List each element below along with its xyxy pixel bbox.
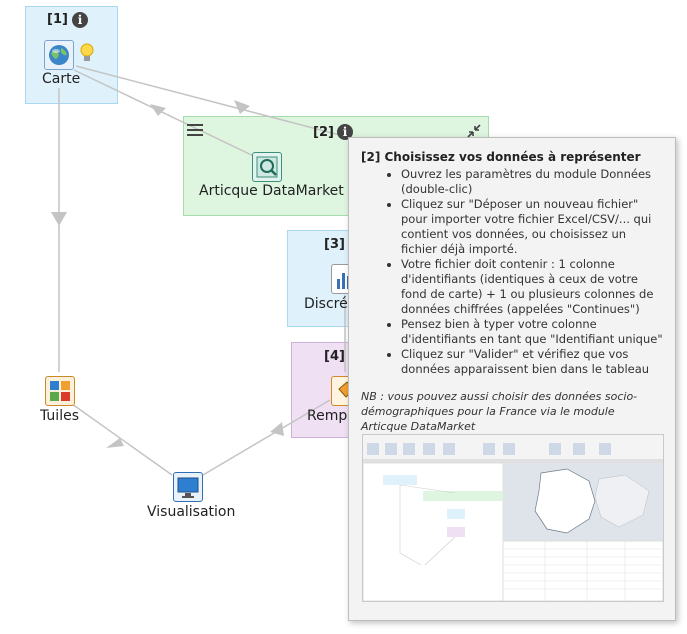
step-1-number: [1] [47,12,68,27]
edge-remplissage-visualisation [202,399,331,476]
node-label-carte: Carte [42,71,81,87]
tiles-icon[interactable] [45,376,75,406]
lightbulb-icon[interactable] [79,42,95,64]
node-label-visualisation: Visualisation [147,504,236,520]
arrowhead [234,100,250,114]
info-icon[interactable]: i [72,12,88,28]
arrowhead [270,422,284,436]
step-4-number: [4] [324,349,345,364]
tooltip-item: Pensez bien à typer votre colonne d'iden… [401,317,663,347]
app-screenshot-preview [362,434,664,602]
arrowhead [150,104,166,116]
tooltip-item: Votre fichier doit contenir : 1 colonne … [401,257,663,317]
help-tooltip: [2] Choisissez vos données à représenter… [348,137,676,621]
node-label-datamarket: Articque DataMarket [199,183,344,199]
edge-carte-datamarket [73,69,263,161]
info-icon[interactable]: i [337,124,353,140]
node-label-tuiles: Tuiles [40,408,79,424]
arrowhead [51,212,67,226]
monitor-icon[interactable] [173,472,203,502]
tooltip-title: [2] Choisissez vos données à représenter [361,150,641,164]
tooltip-item: Cliquez sur "Déposer un nouveau fichier"… [401,197,663,257]
tooltip-instructions: Ouvrez les paramètres du module Données … [361,167,663,377]
globe-icon[interactable] [44,40,74,70]
tooltip-note: NB : vous pouvez aussi choisir des donné… [361,390,638,433]
tooltip-item: Ouvrez les paramètres du module Données … [401,167,663,197]
step-3-number: [3] [324,237,345,252]
step-2-number: [2] [313,125,334,140]
menu-icon[interactable] [187,124,203,136]
collapse-icon[interactable] [467,123,481,138]
arrowhead [106,438,124,448]
tooltip-item: Cliquez sur "Valider" et vérifiez que vo… [401,347,663,377]
datamarket-icon[interactable] [252,152,282,182]
edge-tuiles-visualisation [71,403,173,476]
